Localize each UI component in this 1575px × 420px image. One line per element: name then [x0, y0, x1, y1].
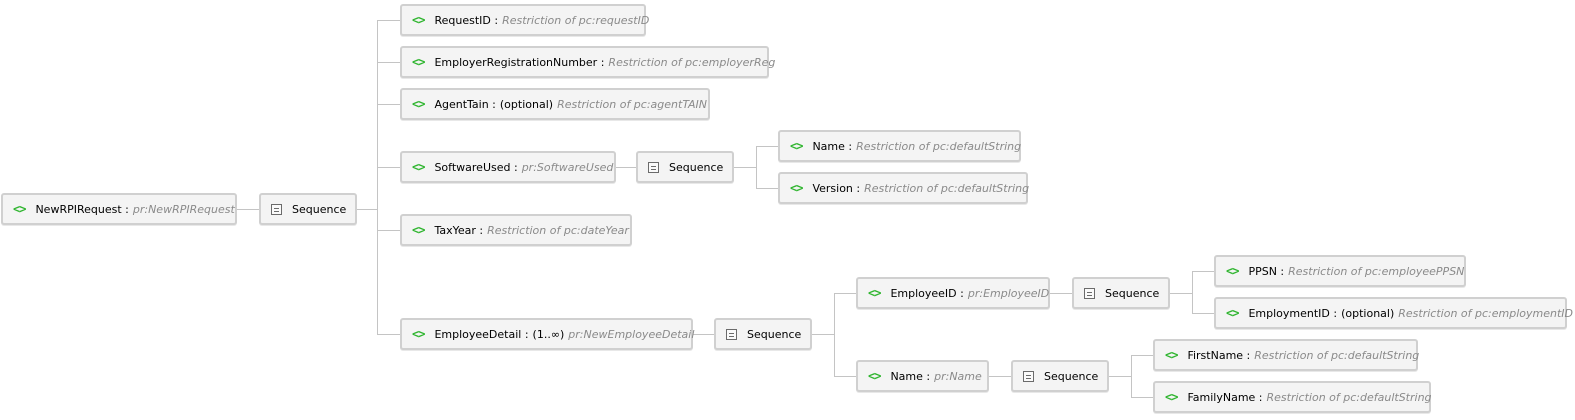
element-type: pr:SoftwareUsed — [521, 160, 614, 174]
element-icon: <> — [868, 369, 881, 383]
sequence-label: Sequence — [292, 202, 347, 216]
element-name: Name — [812, 139, 845, 153]
element-node-employeedetail[interactable]: <> EmployeeDetail : (1..∞) pr:NewEmploye… — [400, 318, 695, 350]
element-icon: <> — [13, 202, 26, 216]
element-node-employee-name[interactable]: <> Name : pr:Name — [856, 360, 989, 392]
element-name: EmployeeID — [890, 286, 957, 300]
sequence-node-softwareused[interactable]: Sequence — [636, 151, 734, 183]
separator: : — [1276, 264, 1285, 278]
element-type: Restriction of pc:defaultString — [1266, 390, 1432, 404]
element-type: Restriction of pc:employerReg — [608, 55, 776, 69]
element-name: EmployerRegistrationNumber — [434, 55, 598, 69]
separator: : — [510, 160, 518, 174]
element-node-software-name[interactable]: <> Name : Restriction of pc:defaultStrin… — [778, 130, 1021, 162]
element-cardinality: (1..∞) — [532, 327, 565, 341]
element-node-firstname[interactable]: <> FirstName : Restriction of pc:default… — [1153, 339, 1420, 371]
element-node-software-version[interactable]: <> Version : Restriction of pc:defaultSt… — [778, 172, 1030, 204]
element-cardinality: (optional) — [499, 97, 554, 111]
separator: : — [1255, 390, 1263, 404]
sequence-node-root[interactable]: Sequence — [259, 193, 357, 225]
element-icon: <> — [412, 97, 425, 111]
element-node-employmentid[interactable]: <> EmploymentID : (optional) Restriction… — [1214, 297, 1573, 329]
element-icon: <> — [790, 139, 803, 153]
element-icon: <> — [412, 327, 425, 341]
element-name: EmployeeDetail — [434, 327, 522, 341]
element-name: PPSN — [1248, 264, 1277, 278]
separator: : — [490, 13, 499, 27]
separator: : — [922, 369, 931, 383]
element-node-newrpirequest[interactable]: <> NewRPIRequest : pr:NewRPIRequest — [1, 193, 237, 225]
element-icon: <> — [790, 181, 803, 195]
separator: : — [121, 202, 129, 216]
element-type: pr:NewRPIRequest — [132, 202, 235, 216]
element-name: FirstName — [1187, 348, 1244, 362]
element-name: FamilyName — [1187, 390, 1256, 404]
element-type: pr:Name — [934, 369, 982, 383]
element-type: Restriction of pc:requestID — [502, 13, 650, 27]
separator: : — [852, 181, 861, 195]
element-icon: <> — [412, 55, 425, 69]
sequence-node-employeedetail[interactable]: Sequence — [714, 318, 812, 350]
sequence-icon — [648, 161, 659, 173]
element-node-taxyear[interactable]: <> TaxYear : Restriction of pc:dateYear — [400, 214, 632, 246]
element-name: RequestID — [434, 13, 491, 27]
element-type: Restriction of pc:employeePPSN — [1288, 264, 1465, 278]
element-name: SoftwareUsed — [434, 160, 511, 174]
separator: : — [488, 97, 496, 111]
sequence-label: Sequence — [669, 160, 724, 174]
element-icon: <> — [412, 160, 425, 174]
separator: : — [521, 327, 529, 341]
sequence-label: Sequence — [1105, 286, 1160, 300]
element-name: NewRPIRequest — [35, 202, 122, 216]
element-type: Restriction of pc:defaultString — [856, 139, 1022, 153]
element-name: Version — [812, 181, 853, 195]
element-node-familyname[interactable]: <> FamilyName : Restriction of pc:defaul… — [1153, 381, 1432, 413]
element-icon: <> — [412, 13, 425, 27]
element-icon: <> — [412, 223, 425, 237]
separator: : — [844, 139, 853, 153]
element-icon: <> — [868, 286, 881, 300]
element-icon: <> — [1165, 348, 1178, 362]
element-icon: <> — [1226, 306, 1239, 320]
element-type: Restriction of pc:defaultString — [1254, 348, 1420, 362]
element-node-agenttain[interactable]: <> AgentTain : (optional) Restriction of… — [400, 88, 710, 120]
element-type: Restriction of pc:defaultString — [864, 181, 1030, 195]
element-name: TaxYear — [434, 223, 476, 237]
element-node-employerregistrationnumber[interactable]: <> EmployerRegistrationNumber : Restrict… — [400, 46, 775, 78]
element-name: EmploymentID — [1248, 306, 1330, 320]
sequence-label: Sequence — [1044, 369, 1099, 383]
element-icon: <> — [1226, 264, 1239, 278]
element-type: Restriction of pc:agentTAIN — [557, 97, 708, 111]
element-type: pr:NewEmployeeDetail — [568, 327, 695, 341]
sequence-node-employeeid[interactable]: Sequence — [1072, 277, 1170, 309]
sequence-icon — [1023, 370, 1034, 382]
sequence-icon — [726, 328, 737, 340]
element-name: Name — [890, 369, 923, 383]
separator: : — [1329, 306, 1338, 320]
separator: : — [956, 286, 964, 300]
element-node-softwareused[interactable]: <> SoftwareUsed : pr:SoftwareUsed — [400, 151, 616, 183]
element-node-ppsn[interactable]: <> PPSN : Restriction of pc:employeePPSN — [1214, 255, 1466, 287]
separator: : — [475, 223, 484, 237]
element-icon: <> — [1165, 390, 1178, 404]
separator: : — [597, 55, 605, 69]
sequence-icon — [271, 203, 282, 215]
element-node-employeeid[interactable]: <> EmployeeID : pr:EmployeeID — [856, 277, 1050, 309]
element-type: pr:EmployeeID — [967, 286, 1050, 300]
sequence-icon — [1084, 287, 1095, 299]
element-type: Restriction of pc:employmentID — [1398, 306, 1573, 320]
element-type: Restriction of pc:dateYear — [487, 223, 629, 237]
sequence-node-name[interactable]: Sequence — [1011, 360, 1109, 392]
separator: : — [1243, 348, 1251, 362]
sequence-label: Sequence — [747, 327, 802, 341]
element-node-requestid[interactable]: <> RequestID : Restriction of pc:request… — [400, 4, 650, 36]
element-name: AgentTain — [434, 97, 489, 111]
element-cardinality: (optional) — [1341, 306, 1395, 320]
